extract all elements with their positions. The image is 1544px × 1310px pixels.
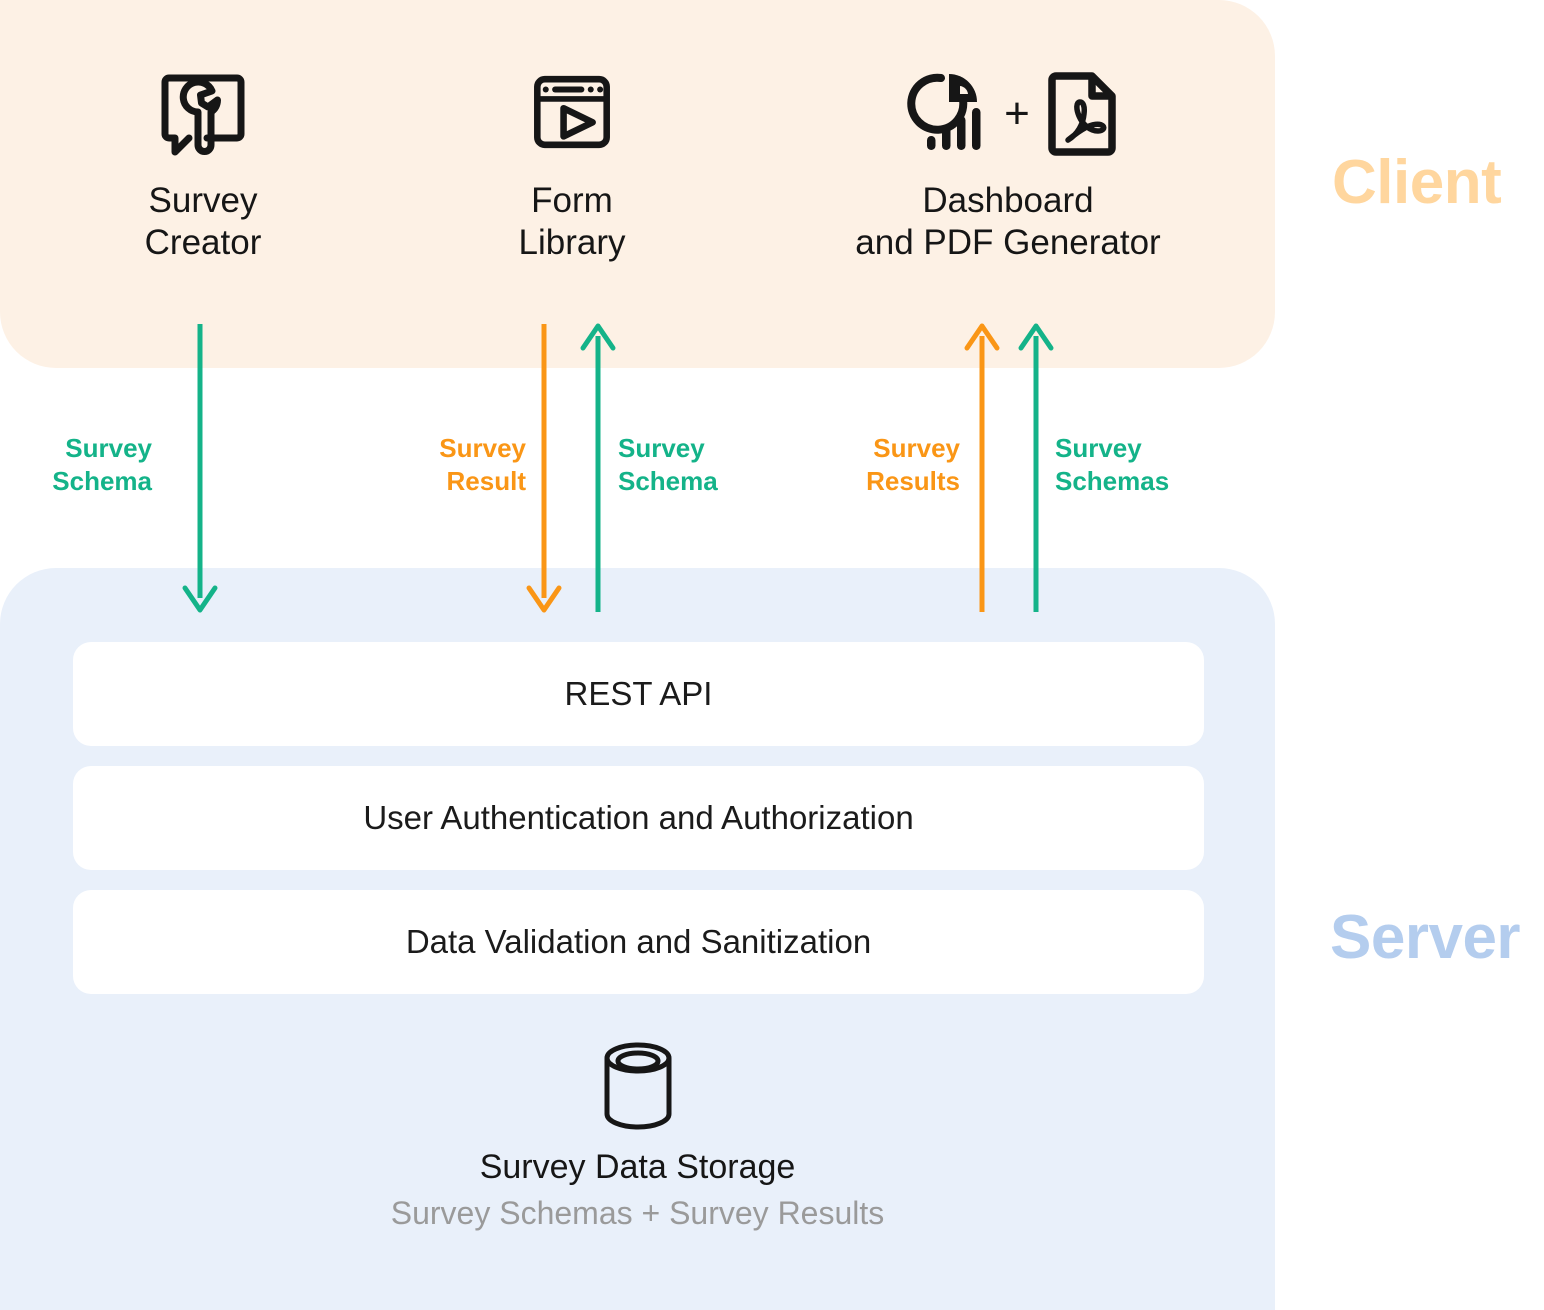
plus-icon: + [1004, 89, 1030, 138]
server-card-label: REST API [564, 675, 713, 712]
flow-label-line-2: Results [866, 466, 960, 497]
server-card-rest-api[interactable]: REST API [73, 642, 1204, 746]
dashboard-pdf-icon-wrap: + [830, 62, 1186, 162]
flow-label-line-2: Schema [618, 466, 718, 497]
client-node-dashboard-pdf-generator: + Dashboard and PDF Generator [830, 62, 1186, 265]
storage-title: Survey Data Storage [479, 1148, 796, 1186]
storage-subtitle: Survey Schemas + Survey Results [390, 1195, 885, 1231]
flow-arrow-survey-schema-down [182, 324, 218, 613]
pdf-file-icon [1048, 72, 1116, 156]
caption-line-1: Form [531, 181, 613, 220]
flow-arrow-survey-schemas-up [1018, 323, 1054, 612]
form-library-icon-wrap [447, 62, 697, 162]
flow-label-survey-schema-down: Survey Schema [0, 432, 152, 499]
database-icon-wrap [0, 1040, 1275, 1132]
flow-label-line-1: Survey [1055, 433, 1142, 463]
survey-creator-icon-wrap [78, 62, 328, 162]
server-card-data-validation[interactable]: Data Validation and Sanitization [73, 890, 1204, 994]
client-node-form-library: Form Library [447, 62, 697, 265]
flow-label-line-1: Survey [618, 433, 705, 463]
server-card-user-authentication[interactable]: User Authentication and Authorization [73, 766, 1204, 870]
client-region-panel [0, 0, 1275, 368]
caption-line-2: and PDF Generator [855, 223, 1161, 263]
survey-data-storage-block: Survey Data Storage Survey Schemas + Sur… [0, 1040, 1275, 1232]
flow-label-line-2: Schema [52, 466, 152, 497]
caption-line-2: Creator [144, 223, 262, 263]
flow-label-line-1: Survey [65, 433, 152, 463]
server-card-label: Data Validation and Sanitization [405, 923, 872, 960]
form-library-icon [534, 75, 610, 149]
caption-line-1: Survey [148, 181, 258, 220]
flow-arrow-survey-result-down [526, 324, 562, 613]
flow-label-line-1: Survey [873, 433, 960, 463]
dashboard-pdf-caption: Dashboard and PDF Generator [830, 180, 1186, 265]
form-library-caption: Form Library [447, 180, 697, 265]
flow-arrow-survey-results-up [964, 323, 1000, 612]
flow-label-survey-results-up: Survey Results [780, 432, 960, 499]
caption-line-2: Library [518, 223, 626, 263]
caption-line-1: Dashboard [922, 181, 1094, 220]
survey-creator-caption: Survey Creator [78, 180, 328, 265]
flow-arrow-survey-schema-up [580, 323, 616, 612]
flow-label-survey-result-down: Survey Result [350, 432, 526, 499]
flow-label-line-2: Result [446, 466, 526, 497]
survey-creator-icon [161, 74, 245, 156]
server-side-label: Server [1330, 903, 1521, 972]
flow-label-line-1: Survey [439, 433, 526, 463]
flow-label-survey-schema-up: Survey Schema [618, 432, 818, 499]
dashboard-chart-icon [907, 73, 981, 150]
flow-label-line-2: Schemas [1055, 466, 1170, 497]
flow-label-survey-schemas-up: Survey Schemas [1055, 432, 1275, 499]
database-cylinder-icon [604, 1042, 671, 1130]
client-node-survey-creator: Survey Creator [78, 62, 328, 265]
client-side-label: Client [1332, 148, 1502, 217]
server-card-label: User Authentication and Authorization [363, 799, 914, 836]
